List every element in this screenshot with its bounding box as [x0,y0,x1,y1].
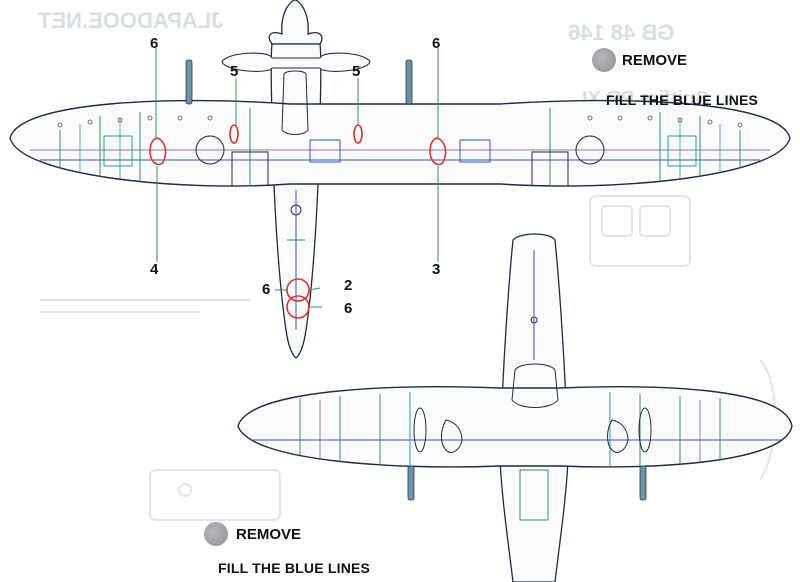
legend-bottom-remove-label: REMOVE [236,526,302,543]
top-view-fuselage-details [281,70,309,330]
ghost-outlines [40,195,776,521]
top-view-tailfin [268,0,323,45]
bottom-view-aircraft [237,233,793,582]
callout-6-top-left: 6 [150,35,159,52]
callout-6-center-left: 6 [262,281,271,298]
bottom-view-cannons [407,465,647,501]
callout-6-top-right: 6 [432,35,441,52]
remove-swatch-icon [592,48,616,72]
remove-swatch-icon [204,522,228,546]
top-view-cannons [185,59,413,105]
legend-top-remove-label: REMOVE [622,52,688,69]
callout-3: 3 [432,261,441,278]
top-view-aircraft [9,0,791,359]
callout-4: 4 [150,261,159,278]
top-view-wing [9,99,791,187]
top-view-stabilizer [221,52,371,72]
bottom-view-fuselage-details [511,250,559,521]
legend-bottom-fill-label: FILL THE BLUE LINES [218,560,371,576]
callout-leader-lines [155,48,439,308]
callout-2: 2 [344,277,353,294]
bottom-view-wing [237,386,793,468]
callout-5-right: 5 [352,63,361,80]
callout-5-left: 5 [230,63,239,80]
legend-top-fill-label: FILL THE BLUE LINES [606,92,759,108]
callout-6-center-right: 6 [344,300,353,317]
